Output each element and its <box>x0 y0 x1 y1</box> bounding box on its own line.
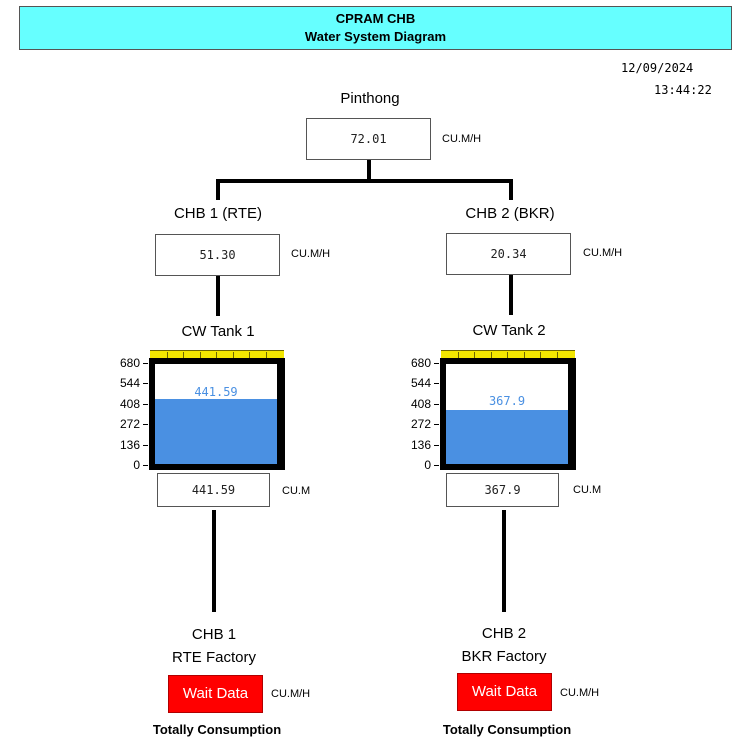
tank2-axis-tick <box>434 363 439 364</box>
pipe-right-drop <box>509 179 513 200</box>
tank1-axis-label: 136 <box>119 437 140 452</box>
cap-tick <box>166 352 168 358</box>
cap-tick <box>232 352 234 358</box>
tank2-water-fill <box>446 409 568 464</box>
tank1-axis-tick <box>143 383 148 385</box>
tank1-axis-label: 544 <box>119 376 140 391</box>
tank1-inner: 441.59 <box>155 364 277 464</box>
tank1-readout-box: 441.59 <box>157 473 270 507</box>
tank1-axis-label: 0 <box>133 458 140 472</box>
tank2-gauge: 367.9 680 544 408 272 136 0 <box>403 350 583 472</box>
tank1-axis-tick <box>143 444 148 446</box>
tank2-axis-label: 136 <box>410 437 431 452</box>
pipe-branch2-tank <box>509 275 513 315</box>
branch1-flow-box: 51.30 <box>155 234 280 276</box>
cap-tick <box>507 352 508 358</box>
branch1-flow-unit: CU.M/H <box>291 248 331 260</box>
tank1-axis-tick <box>143 424 148 426</box>
tank1-axis-label: 272 <box>119 417 140 432</box>
branch1-label: CHB 1 (RTE) <box>173 205 263 222</box>
factory1-footer: Totally Consumption <box>152 722 282 737</box>
pipe-source-down <box>367 160 371 181</box>
tank2-axis-tick <box>434 403 439 405</box>
tank2-axis-label: 680 <box>410 356 431 370</box>
tank2-readout-unit: CU.M <box>573 484 602 496</box>
cap-tick <box>474 352 475 358</box>
source-label: Pinthong <box>340 90 400 107</box>
tank1-axis-tick <box>143 403 148 405</box>
cap-tick <box>457 352 459 358</box>
tank2-axis-tick <box>434 465 439 466</box>
branch2-flow-unit: CU.M/H <box>583 247 623 259</box>
factory2-line1: CHB 2 <box>481 625 527 642</box>
cap-tick <box>540 352 541 358</box>
tank1-label: CW Tank 1 <box>181 323 255 340</box>
branch2-label: CHB 2 (BKR) <box>465 205 555 222</box>
factory1-line2: RTE Factory <box>172 649 256 666</box>
pipe-tank1-factory <box>212 510 216 612</box>
tank2-axis-label: 272 <box>410 417 431 432</box>
cap-tick <box>249 352 250 358</box>
factory2-footer: Totally Consumption <box>442 722 572 737</box>
tank2-axis-label: 408 <box>410 396 431 411</box>
tank2-axis-tick <box>434 444 439 446</box>
cap-tick <box>199 352 201 358</box>
time-readout: 13:44:22 <box>654 83 712 97</box>
factory1-line1: CHB 1 <box>191 626 237 643</box>
pipe-branch1-tank <box>216 276 220 316</box>
tank1-axis-tick <box>143 363 148 364</box>
tank1-axis-label: 408 <box>119 396 140 411</box>
cap-tick <box>265 352 267 358</box>
factory1-unit: CU.M/H <box>271 688 311 700</box>
tank2-label: CW Tank 2 <box>472 322 546 339</box>
pipe-tank2-factory <box>502 510 506 612</box>
tank2-axis-tick <box>434 383 439 385</box>
factory2-line2: BKR Factory <box>461 648 547 665</box>
tank1-body: 441.59 <box>149 358 285 470</box>
tank1-gauge: 441.59 680 544 408 272 136 0 <box>112 350 292 472</box>
factory2-unit: CU.M/H <box>560 687 600 699</box>
tank1-axis-tick <box>143 465 148 466</box>
cap-tick <box>490 352 492 358</box>
header-banner: CPRAM CHB Water System Diagram <box>19 6 732 50</box>
tank2-level-value: 367.9 <box>488 394 526 408</box>
header-title: CPRAM CHB <box>335 11 416 26</box>
tank2-readout-box: 367.9 <box>446 473 559 507</box>
tank2-axis-label: 0 <box>424 458 431 472</box>
pipe-splitter <box>216 179 513 183</box>
cap-tick <box>523 352 525 358</box>
tank2-axis-tick <box>434 424 439 426</box>
tank2-axis-label: 544 <box>410 376 431 391</box>
factory2-wait-data-button[interactable]: Wait Data <box>457 673 552 711</box>
tank1-water-fill <box>155 399 277 464</box>
cap-tick <box>183 352 184 358</box>
header-subtitle: Water System Diagram <box>304 29 447 44</box>
cap-tick <box>216 352 217 358</box>
source-value-box: 72.01 <box>306 118 431 160</box>
tank2-body: 367.9 <box>440 358 576 470</box>
factory1-wait-data-button[interactable]: Wait Data <box>168 675 263 713</box>
tank1-axis-label: 680 <box>119 356 140 370</box>
source-unit: CU.M/H <box>442 133 482 145</box>
pipe-left-drop <box>216 179 220 200</box>
tank1-level-value: 441.59 <box>194 385 238 399</box>
tank2-inner: 367.9 <box>446 364 568 464</box>
branch2-flow-box: 20.34 <box>446 233 571 275</box>
date-readout: 12/09/2024 <box>621 61 694 75</box>
cap-tick <box>556 352 558 358</box>
tank1-readout-unit: CU.M <box>282 485 311 497</box>
